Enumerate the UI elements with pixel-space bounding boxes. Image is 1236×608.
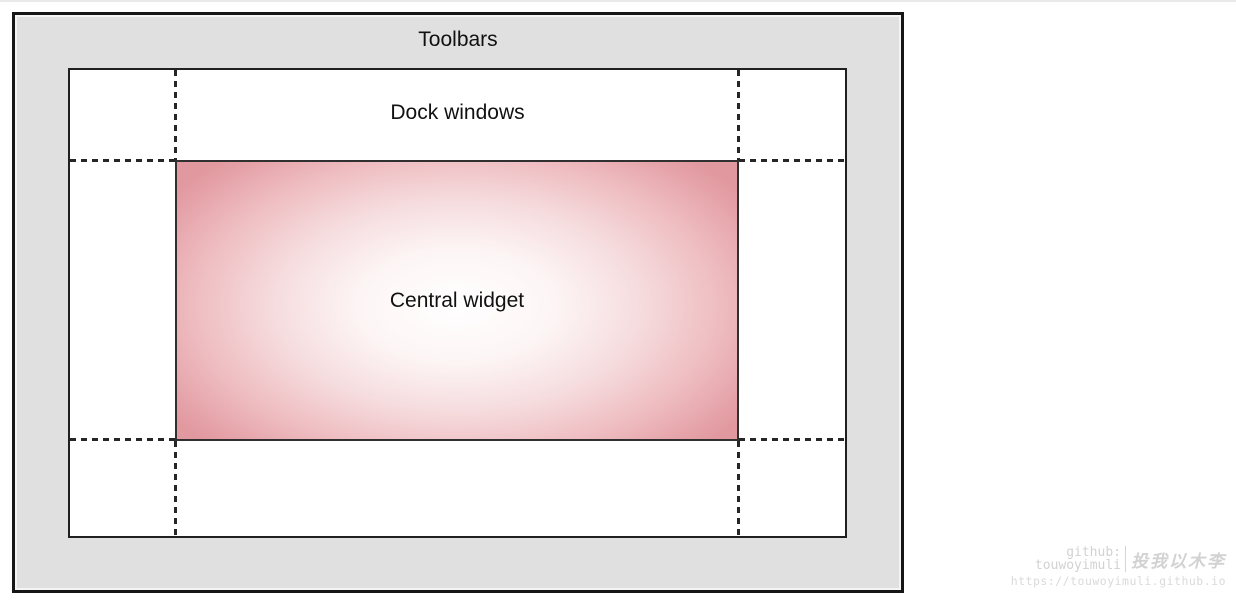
watermark: github: touwoyimuli 投我以木李 https://touwoy… bbox=[1011, 546, 1226, 588]
dashed-guide-vertical-left-bottom bbox=[174, 441, 177, 536]
dashed-guide-vertical-right-bottom bbox=[737, 441, 740, 536]
dashed-guide-vertical-left-top bbox=[174, 70, 177, 160]
dashed-guide-horizontal-bottom-right bbox=[739, 438, 845, 441]
watermark-identity: github: touwoyimuli bbox=[1035, 546, 1121, 572]
watermark-cjk-signature: 投我以木李 bbox=[1131, 551, 1226, 572]
watermark-top-row: github: touwoyimuli 投我以木李 bbox=[1011, 546, 1226, 572]
dashed-guide-horizontal-top-left bbox=[70, 159, 175, 162]
watermark-url: https://touwoyimuli.github.io bbox=[1010, 574, 1226, 588]
dock-windows-label: Dock windows bbox=[390, 101, 525, 124]
top-hairline bbox=[0, 0, 1236, 2]
dashed-guide-vertical-right-top bbox=[737, 70, 740, 160]
watermark-github-label: github: bbox=[1066, 545, 1121, 560]
dashed-guide-horizontal-bottom-left bbox=[70, 438, 175, 441]
central-widget-area: Central widget bbox=[175, 160, 739, 441]
toolbars-label: Toolbars bbox=[418, 28, 498, 51]
watermark-username: touwoyimuli bbox=[1034, 558, 1121, 573]
dashed-guide-horizontal-top-right bbox=[739, 159, 845, 162]
watermark-divider bbox=[1125, 546, 1126, 572]
central-widget-label: Central widget bbox=[389, 288, 525, 312]
